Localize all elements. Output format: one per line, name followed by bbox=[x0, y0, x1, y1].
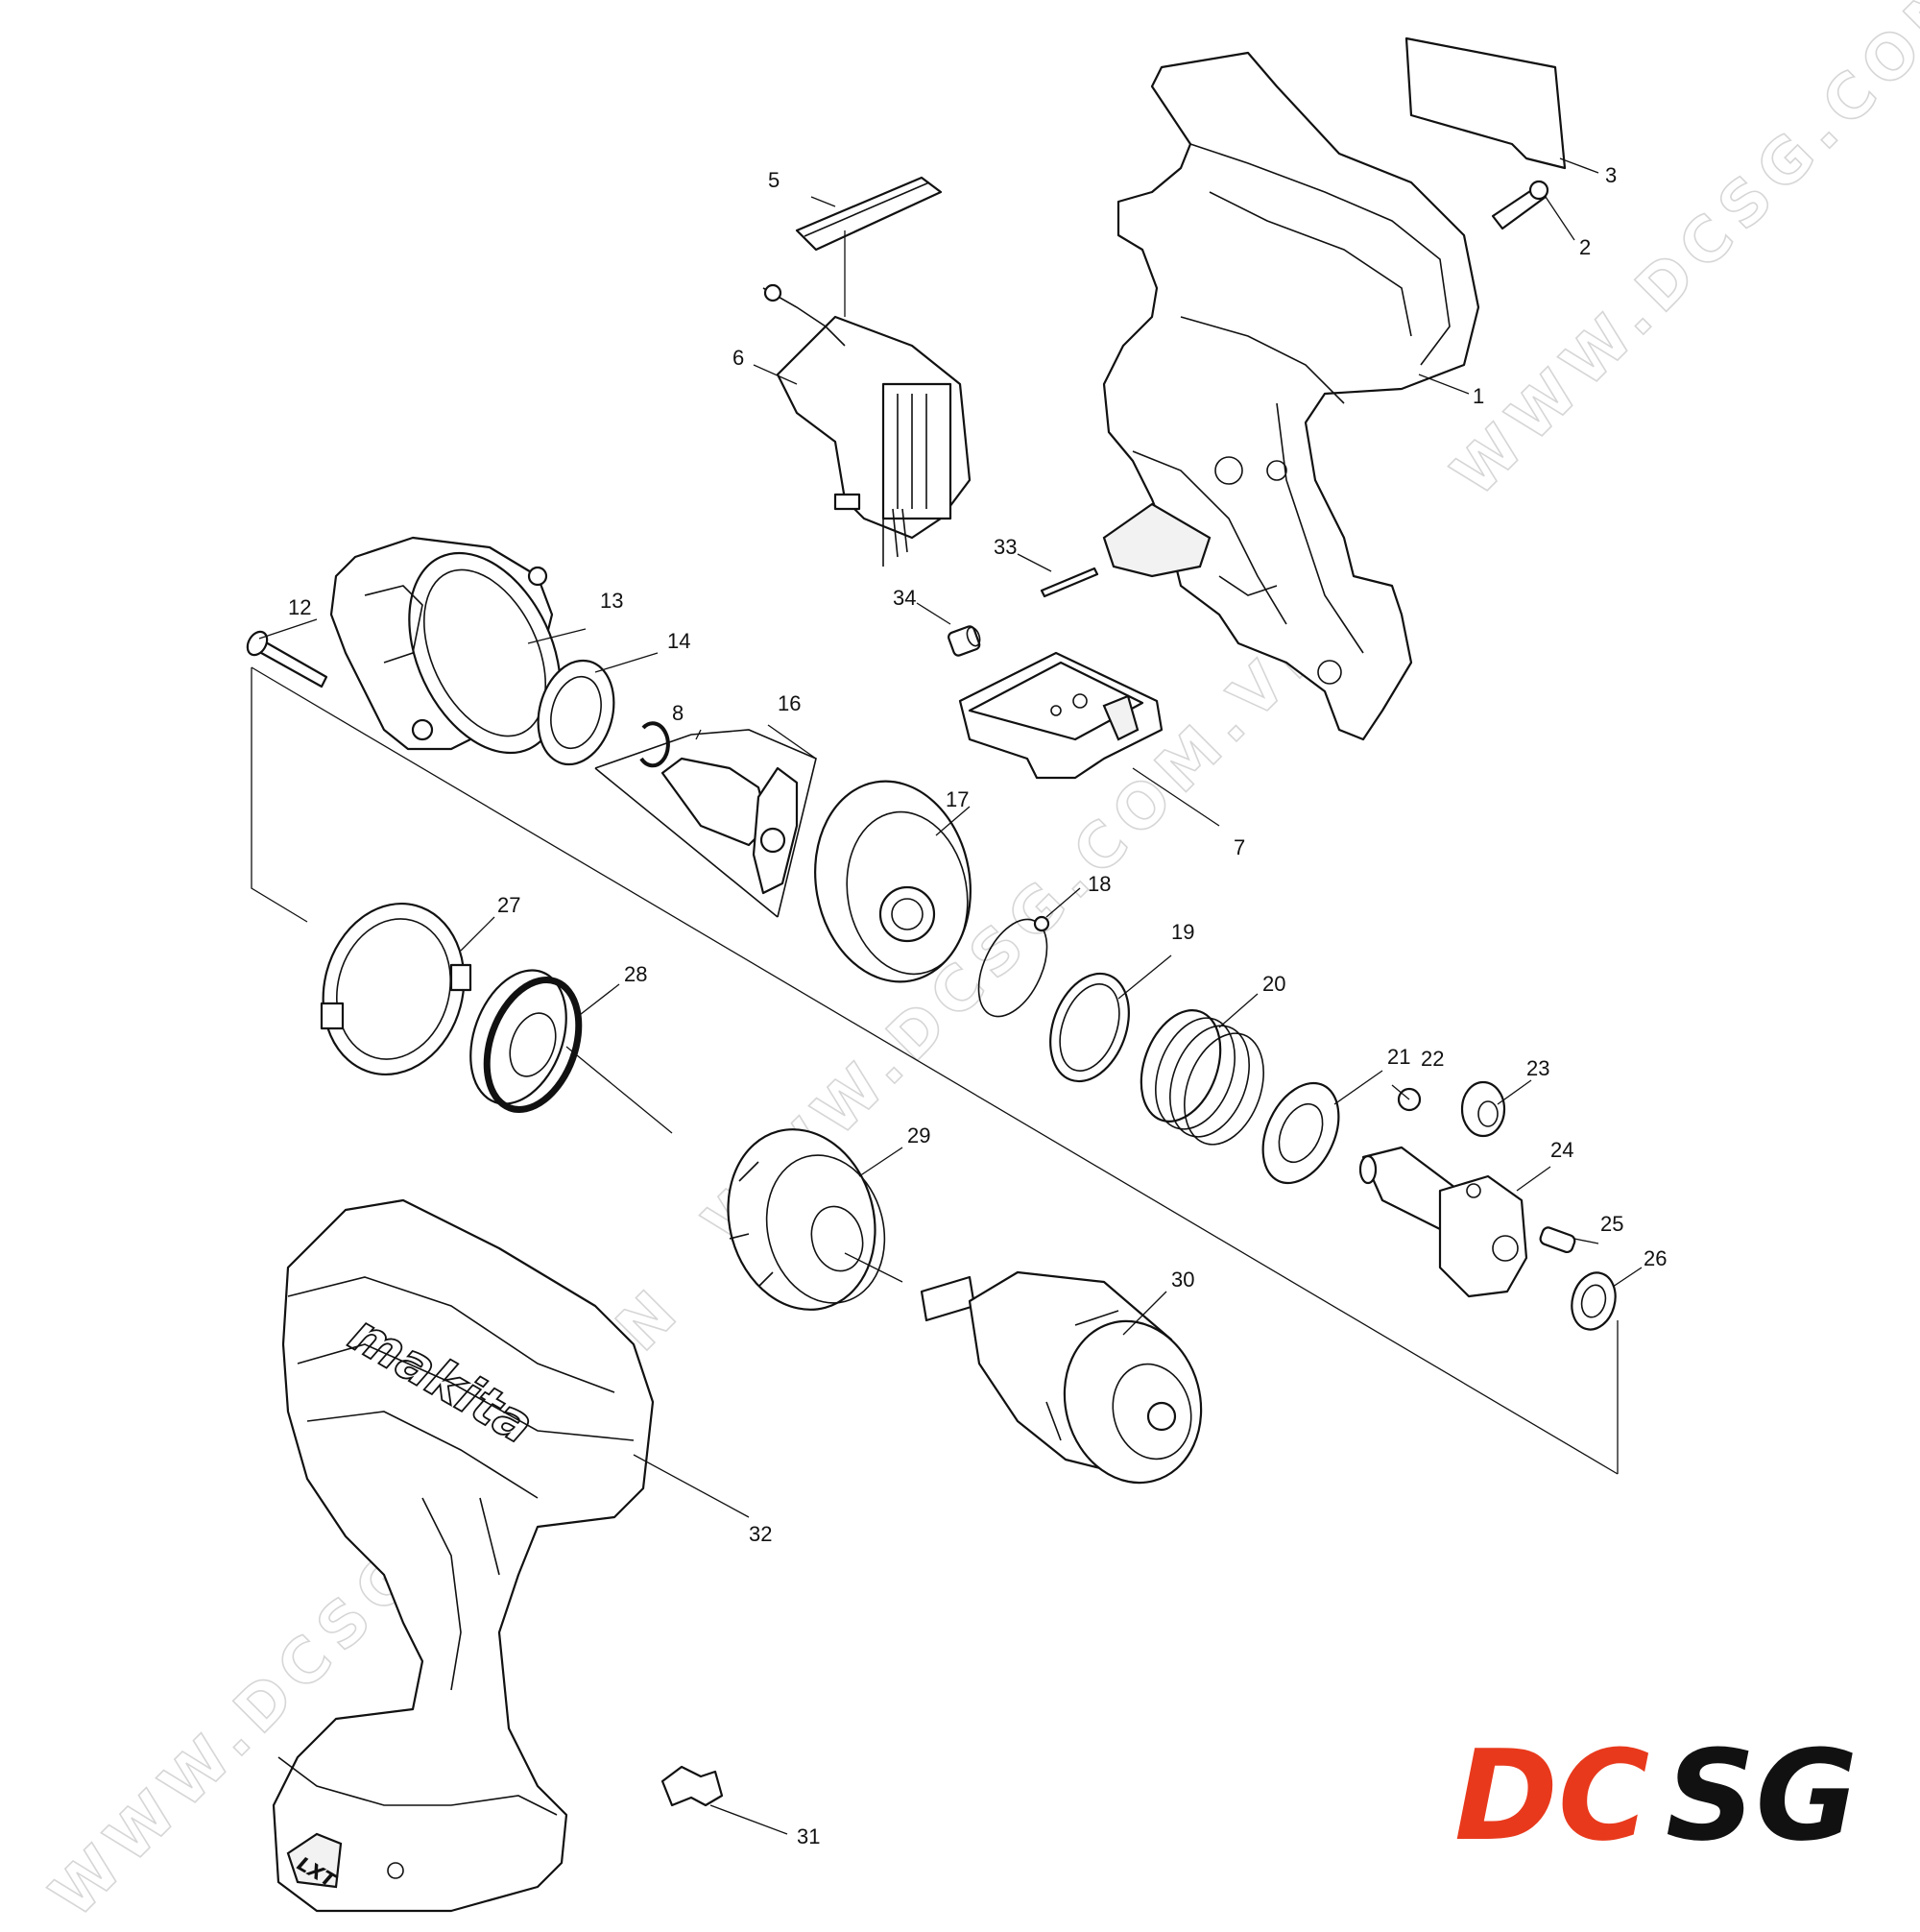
part-23-spur-gear bbox=[1460, 1080, 1506, 1138]
callout-8: 8 bbox=[672, 701, 684, 725]
part-3-label-plate bbox=[1404, 36, 1567, 170]
callout-2: 2 bbox=[1579, 235, 1591, 259]
callout-17: 17 bbox=[946, 787, 969, 811]
leader-lines bbox=[258, 157, 1643, 1835]
callout-26: 26 bbox=[1644, 1246, 1667, 1270]
part-29-bearing-box bbox=[727, 1128, 886, 1311]
callout-25: 25 bbox=[1600, 1212, 1623, 1236]
part-30-motor bbox=[920, 1270, 1203, 1485]
dcsg-logo: DC SG bbox=[1454, 1723, 1858, 1869]
callout-29: 29 bbox=[907, 1123, 930, 1147]
part-2-screw bbox=[1491, 180, 1549, 230]
part-25-pin bbox=[1539, 1226, 1576, 1254]
part-6-switch bbox=[762, 283, 972, 567]
part-34-sleeve bbox=[948, 625, 981, 657]
callout-19: 19 bbox=[1171, 920, 1194, 944]
part-21-thrust-washer bbox=[1261, 1081, 1340, 1185]
callout-18: 18 bbox=[1088, 872, 1111, 896]
part-19-flat-washer bbox=[1049, 972, 1130, 1083]
part-18-steel-ball bbox=[977, 915, 1050, 1018]
part-8-retaining-ring bbox=[639, 721, 670, 768]
part-20-compression-spring bbox=[1140, 1009, 1264, 1146]
callout-16: 16 bbox=[778, 691, 801, 715]
part-16-anvil-assembly bbox=[594, 729, 817, 918]
part-13-hammer-case bbox=[329, 536, 562, 755]
callout-32: 32 bbox=[749, 1522, 772, 1546]
callout-30: 30 bbox=[1171, 1268, 1194, 1292]
part-27-ring bbox=[320, 902, 472, 1076]
part-33-pin bbox=[1040, 567, 1099, 598]
callout-33: 33 bbox=[994, 535, 1017, 559]
callout-23: 23 bbox=[1526, 1056, 1549, 1080]
callout-28: 28 bbox=[624, 962, 647, 986]
callout-24: 24 bbox=[1550, 1138, 1573, 1162]
logo-sg-text: SG bbox=[1666, 1723, 1858, 1869]
watermark-layer: WWW.DCSG.COM.VN WWW.DCSG.COM.VN WWW.DCSG… bbox=[36, 0, 1920, 1932]
part-32-housing: makita LXT bbox=[272, 1198, 655, 1913]
callout-labels: 1 2 3 5 6 7 8 12 13 14 16 17 18 19 20 21… bbox=[288, 163, 1667, 1848]
callout-31: 31 bbox=[797, 1824, 820, 1848]
callout-20: 20 bbox=[1262, 972, 1285, 996]
part-1-housing-half bbox=[1102, 51, 1480, 741]
part-31-clip bbox=[660, 1765, 724, 1807]
callout-12: 12 bbox=[288, 595, 311, 619]
part-24-spindle bbox=[1358, 1146, 1528, 1298]
callout-3: 3 bbox=[1605, 163, 1617, 187]
logo-dc-text: DC bbox=[1454, 1723, 1649, 1869]
part-26-flat-washer bbox=[1571, 1271, 1617, 1331]
part-17-hammer bbox=[814, 780, 972, 983]
part-28-ball-bearing bbox=[469, 969, 583, 1113]
callout-14: 14 bbox=[667, 629, 690, 653]
callout-22: 22 bbox=[1421, 1047, 1444, 1071]
part-7-battery-terminal bbox=[958, 651, 1164, 780]
callout-5: 5 bbox=[768, 168, 780, 192]
part-12-screw bbox=[246, 630, 328, 688]
callout-13: 13 bbox=[600, 589, 623, 613]
callout-34: 34 bbox=[893, 586, 916, 610]
assembly-bracket-lines bbox=[251, 666, 1619, 1475]
part-5-switch-lever bbox=[795, 176, 943, 252]
callout-6: 6 bbox=[732, 346, 744, 370]
callout-1: 1 bbox=[1473, 384, 1484, 408]
callout-21: 21 bbox=[1387, 1045, 1410, 1069]
callout-7: 7 bbox=[1234, 835, 1245, 859]
part-14-washer bbox=[537, 659, 615, 766]
callout-27: 27 bbox=[497, 893, 520, 917]
